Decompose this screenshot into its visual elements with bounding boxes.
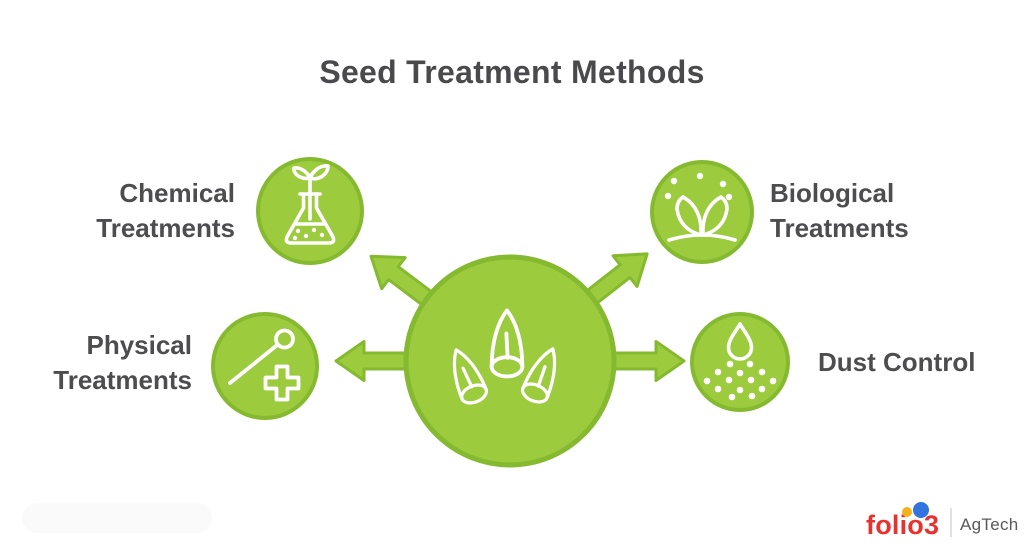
center-hub-circle	[403, 254, 617, 468]
biological-label-line1: Biological	[770, 178, 895, 208]
physical-label: Physical Treatments	[53, 328, 192, 398]
physical-node-circle	[211, 312, 319, 420]
logo-divider	[950, 508, 952, 537]
physical-label-line1: Physical	[86, 330, 192, 360]
flask-sprout-icon	[284, 164, 336, 245]
leaves-spores-icon	[664, 172, 737, 242]
logo-blue-dot-icon	[913, 502, 929, 518]
chemical-label-line1: Chemical	[119, 178, 235, 208]
biological-label: Biological Treatments	[770, 176, 909, 246]
logo-yellow-dot-icon	[902, 507, 912, 517]
chemical-label: Chemical Treatments	[96, 176, 235, 246]
agtech-wordmark: AgTech	[960, 515, 1019, 534]
folio3-agtech-logo: folio3 AgTech	[866, 500, 1022, 542]
chemical-label-line2: Treatments	[96, 213, 235, 243]
needle-plus-icon	[228, 328, 301, 402]
biological-label-line2: Treatments	[770, 213, 909, 243]
seeds-icon	[452, 308, 557, 405]
watermark-remnant	[22, 503, 212, 533]
dust-label-line1: Dust Control	[818, 347, 976, 377]
dust-node-circle	[690, 312, 790, 412]
page-title: Seed Treatment Methods	[319, 54, 705, 90]
physical-label-line2: Treatments	[53, 365, 192, 395]
droplet-dust-icon	[703, 322, 777, 401]
dust-label: Dust Control	[818, 345, 975, 380]
